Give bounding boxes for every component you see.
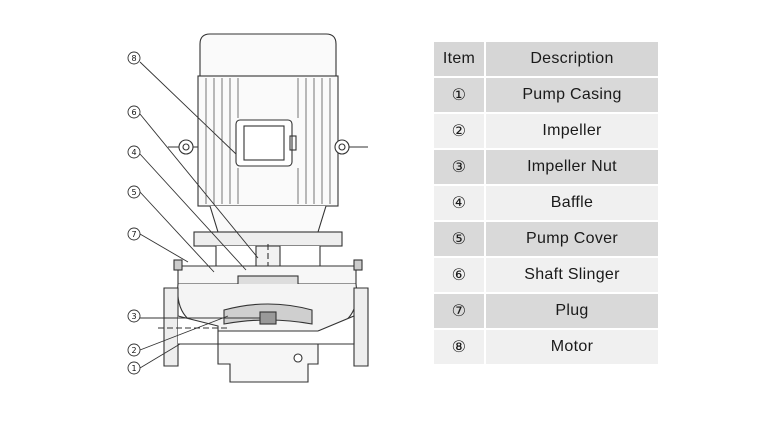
table-row: ⑥ Shaft Slinger <box>434 258 658 292</box>
row-description: Impeller <box>486 114 658 148</box>
callout-5: 5 <box>131 188 136 197</box>
row-description: Shaft Slinger <box>486 258 658 292</box>
row-description: Pump Cover <box>486 222 658 256</box>
row-item: ① <box>434 78 484 112</box>
row-item: ④ <box>434 186 484 220</box>
row-item: ⑥ <box>434 258 484 292</box>
callout-7: 7 <box>131 230 136 239</box>
table-row: ⑤ Pump Cover <box>434 222 658 256</box>
callout-1: 1 <box>131 364 136 373</box>
motor-flange <box>193 231 343 247</box>
parts-table: Item Description ① Pump Casing ② Impelle… <box>432 40 660 366</box>
row-item: ⑤ <box>434 222 484 256</box>
row-item: ⑦ <box>434 294 484 328</box>
callout-4: 4 <box>131 148 136 157</box>
table-row: ① Pump Casing <box>434 78 658 112</box>
row-description: Plug <box>486 294 658 328</box>
callout-6: 6 <box>131 108 136 117</box>
row-description: Impeller Nut <box>486 150 658 184</box>
impeller-nut <box>259 311 277 325</box>
callout-8: 8 <box>131 54 136 63</box>
row-description: Pump Casing <box>486 78 658 112</box>
motor-cap <box>199 33 337 77</box>
table-row: ⑧ Motor <box>434 330 658 364</box>
row-item: ⑧ <box>434 330 484 364</box>
row-item: ② <box>434 114 484 148</box>
callout-3: 3 <box>131 312 136 321</box>
pump-base <box>217 343 319 383</box>
row-description: Motor <box>486 330 658 364</box>
plug <box>293 353 303 363</box>
table-header-row: Item Description <box>434 42 658 76</box>
table-row: ③ Impeller Nut <box>434 150 658 184</box>
table-row: ⑦ Plug <box>434 294 658 328</box>
row-description: Baffle <box>486 186 658 220</box>
table-row: ② Impeller <box>434 114 658 148</box>
header-item: Item <box>434 42 484 76</box>
table-row: ④ Baffle <box>434 186 658 220</box>
header-description: Description <box>486 42 658 76</box>
row-item: ③ <box>434 150 484 184</box>
callout-2: 2 <box>131 346 136 355</box>
pump-cross-section-diagram: 8 6 4 5 7 3 2 1 <box>127 33 369 383</box>
